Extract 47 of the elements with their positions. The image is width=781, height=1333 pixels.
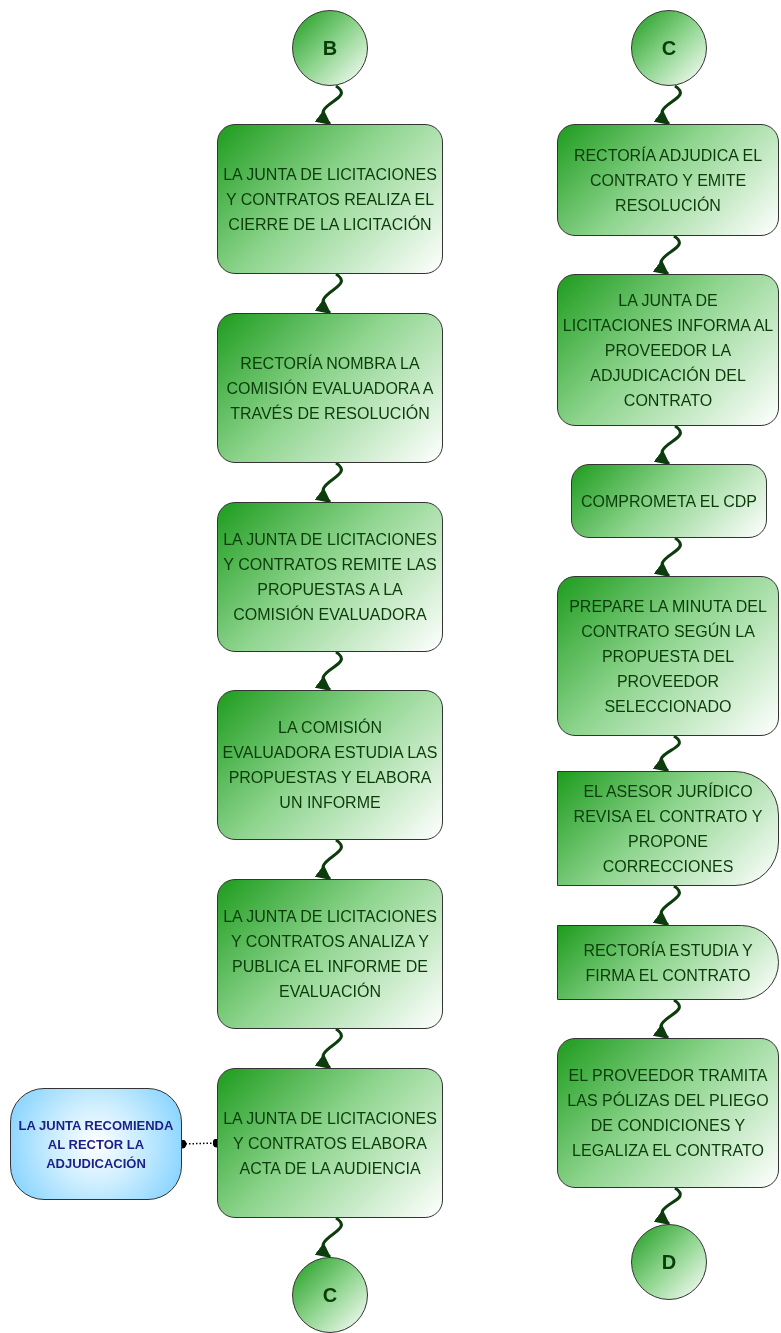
node-text: LA COMISIÓN EVALUADORA ESTUDIA LAS PROPUESTAS Y ELABORA UN INFORME (222, 717, 438, 813)
curved-arrow (654, 424, 682, 466)
process-box (571, 464, 767, 538)
curved-arrow (315, 838, 343, 881)
node-text: C (322, 1283, 338, 1308)
node-text: RECTORÍA ESTUDIA Y FIRMA EL CONTRATO (582, 940, 754, 986)
node-text: RECTORÍA ADJUDICA EL CONTRATO Y EMITE RESOLUCIÓN (572, 145, 764, 216)
node-text: PREPARE LA MINUTA DEL CONTRATO SEGÚN LA PROPUESTA DEL PROVEEDOR SELECCIONADO (568, 596, 768, 717)
node-text: B (322, 36, 338, 61)
process-box (557, 1038, 779, 1188)
curved-arrow (315, 84, 343, 126)
curved-arrow (315, 272, 343, 315)
process-box (217, 1068, 443, 1218)
node-text: LA JUNTA RECOMIENDA AL RECTOR LA ADJUDICACIÓN (17, 1116, 175, 1173)
process-box (217, 124, 443, 274)
node-text: LA JUNTA DE LICITACIONES Y CONTRATOS ELABORA ACTA DE LA AUDIENCIA (222, 1108, 438, 1179)
node-text: LA JUNTA DE LICITACIONES Y CONTRATOS REALIZA EL CIERRE DE LA LICITACIÓN (222, 164, 438, 235)
process-box (557, 576, 779, 736)
delay-box (557, 925, 779, 1000)
curved-arrow (315, 1216, 343, 1259)
process-box (217, 690, 443, 840)
node-text: LA JUNTA DE LICITACIONES INFORMA AL PROVEEDOR LA ADJUDICACIÓN DEL CONTRATO (562, 290, 774, 411)
curved-arrow (653, 884, 681, 927)
node-text: LA JUNTA DE LICITACIONES Y CONTRATOS REMITE LAS PROPUESTAS A LA COMISIÓN EVALUADORA (222, 530, 438, 625)
process-box (217, 502, 443, 652)
curved-arrow (654, 84, 682, 126)
curved-arrow (315, 1027, 343, 1070)
curved-arrow (654, 536, 682, 578)
curved-arrow (315, 461, 343, 504)
node-text: COMPROMETA EL CDP (581, 491, 757, 512)
delay-box (557, 771, 779, 886)
note-box (10, 1088, 182, 1200)
node-text: RECTORÍA NOMBRA LA COMISIÓN EVALUADORA A TRAVÉS DE RESOLUCIÓN (225, 353, 435, 424)
process-box (557, 124, 779, 236)
node-text: LA JUNTA DE LICITACIONES Y CONTRATOS ANALIZA Y PUBLICA EL INFORME DE EVALUACIÓN (222, 907, 438, 1002)
node-text: EL PROVEEDOR TRAMITA LAS PÓLIZAS DEL PLIEGO DE CONDICIONES Y LEGALIZA EL CONTRATO (566, 1066, 770, 1161)
process-box (217, 313, 443, 463)
curved-arrow (654, 1186, 682, 1226)
node-text: EL ASESOR JURÍDICO REVISA EL CONTRATO Y PROPONE CORRECCIONES (572, 781, 764, 877)
curved-arrow (653, 998, 681, 1040)
process-box (557, 274, 779, 426)
curved-arrow (653, 234, 681, 276)
node-text: D (661, 1250, 677, 1275)
node-text: C (661, 36, 677, 61)
curved-arrow (315, 650, 343, 692)
curved-arrow (653, 734, 681, 773)
process-box (217, 879, 443, 1029)
